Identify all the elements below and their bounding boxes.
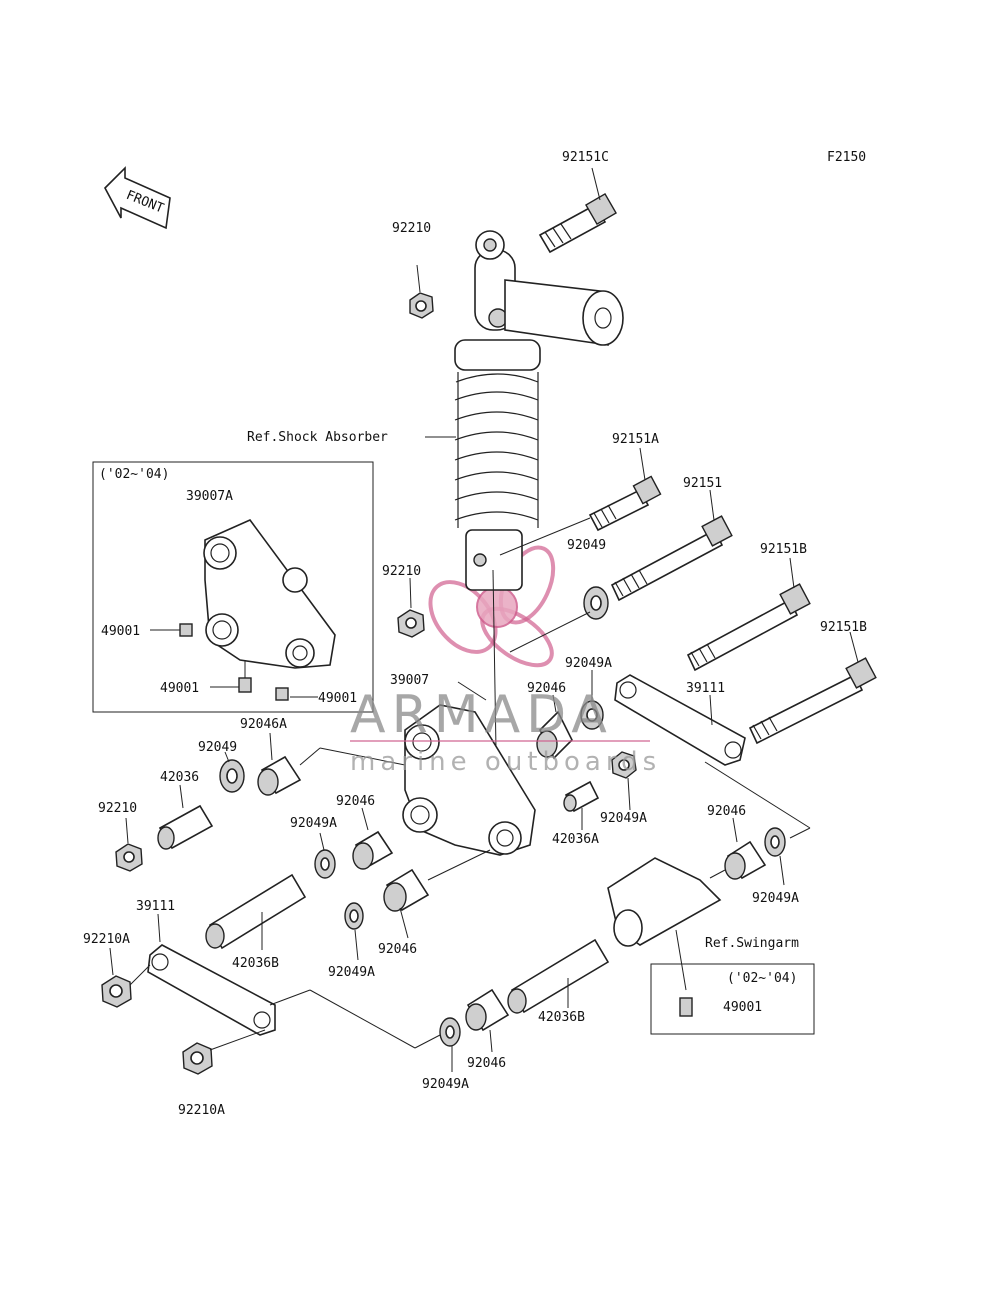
label-42036B-1: 42036B: [232, 956, 279, 971]
bushing-92046-3: [383, 868, 430, 912]
tie-rod-39111-left: [147, 944, 276, 1036]
bolt-49001-d: [679, 997, 693, 1017]
inset-left-title: ('02~'04): [99, 467, 169, 482]
bolt-92151C: [538, 193, 617, 254]
swingarm-fragment: [607, 857, 722, 947]
washer-92049A-2: [611, 751, 637, 779]
label-42036B-2: 42036B: [538, 1010, 585, 1025]
label-92151: 92151: [683, 476, 722, 491]
label-92151A: 92151A: [612, 432, 659, 447]
sleeve-42036: [157, 804, 214, 850]
label-92049A-5: 92049A: [328, 965, 375, 980]
bolt-49001-a: [179, 623, 193, 637]
label-49001-c: 49001: [318, 691, 357, 706]
watermark-tagline: marine outboards: [350, 747, 661, 777]
bushing-92046A: [257, 755, 302, 796]
nut-92210-left: [115, 843, 143, 872]
rocker-arm-39007: [402, 704, 536, 856]
inset-box-left: [92, 461, 374, 713]
nut-92210-top: [409, 292, 434, 319]
label-92210A-2: 92210A: [178, 1103, 225, 1118]
inset-box-right: [650, 963, 815, 1035]
label-42036: 42036: [160, 770, 199, 785]
label-92049A-4: 92049A: [752, 891, 799, 906]
bushing-92046-right: [724, 840, 767, 880]
sleeve-42036B-2: [507, 938, 610, 1014]
figure-code: F2150: [827, 150, 866, 165]
label-92049A-2: 92049A: [600, 811, 647, 826]
inset-right-title: ('02~'04): [727, 971, 797, 986]
label-92046-3: 92046: [707, 804, 746, 819]
label-92049A-6: 92049A: [422, 1077, 469, 1092]
nut-92210A-2: [182, 1042, 213, 1075]
label-49001-a: 49001: [101, 624, 140, 639]
label-92049A-3: 92049A: [290, 816, 337, 831]
label-92210A-1: 92210A: [83, 932, 130, 947]
sleeve-42036A: [563, 780, 600, 813]
label-39007: 39007: [390, 673, 429, 688]
bolt-49001-c: [275, 687, 289, 701]
label-39111-right: 39111: [686, 681, 725, 696]
watermark-brand: ARMADA: [350, 685, 613, 745]
ref-swingarm-label: Ref.Swingarm: [705, 936, 799, 951]
tie-rod-39111-right: [614, 674, 746, 766]
label-92049-left: 92049: [198, 740, 237, 755]
bushing-92046-5: [465, 988, 510, 1032]
label-49001-b: 49001: [160, 681, 199, 696]
bolt-49001-b: [238, 660, 252, 693]
bolt-92151B-2: [748, 657, 877, 745]
label-92151C: 92151C: [562, 150, 609, 165]
label-92046-1: 92046: [527, 681, 566, 696]
rocker-arm-39007A: [203, 519, 336, 669]
ref-shock-absorber-label: Ref.Shock Absorber: [247, 430, 388, 445]
label-39007A: 39007A: [186, 489, 233, 504]
bolt-92151: [610, 515, 733, 602]
watermark-propeller-icon: [428, 545, 556, 668]
label-92210-mid: 92210: [382, 564, 421, 579]
nut-92210-mid: [397, 609, 425, 638]
label-92210-left: 92210: [98, 801, 137, 816]
label-42036A: 42036A: [552, 832, 599, 847]
label-92046-4: 92046: [378, 942, 417, 957]
front-arrow-icon: FRONT: [104, 166, 171, 230]
label-92046-2: 92046: [336, 794, 375, 809]
bolt-92151B-1: [686, 583, 811, 672]
label-92151B-1: 92151B: [760, 542, 807, 557]
label-92046-5: 92046: [467, 1056, 506, 1071]
label-39111-left: 39111: [136, 899, 175, 914]
label-49001-d: 49001: [723, 1000, 762, 1015]
label-92046A: 92046A: [240, 717, 287, 732]
label-92049-mid: 92049: [567, 538, 606, 553]
label-92151B-2: 92151B: [820, 620, 867, 635]
sleeve-42036B-1: [205, 873, 307, 950]
shock-absorber: [454, 230, 624, 591]
label-92049A-1: 92049A: [565, 656, 612, 671]
bushing-92046-2: [352, 830, 394, 870]
nut-92210A-1: [101, 975, 132, 1008]
label-92210-top: 92210: [392, 221, 431, 236]
bolt-92151A: [588, 475, 662, 532]
